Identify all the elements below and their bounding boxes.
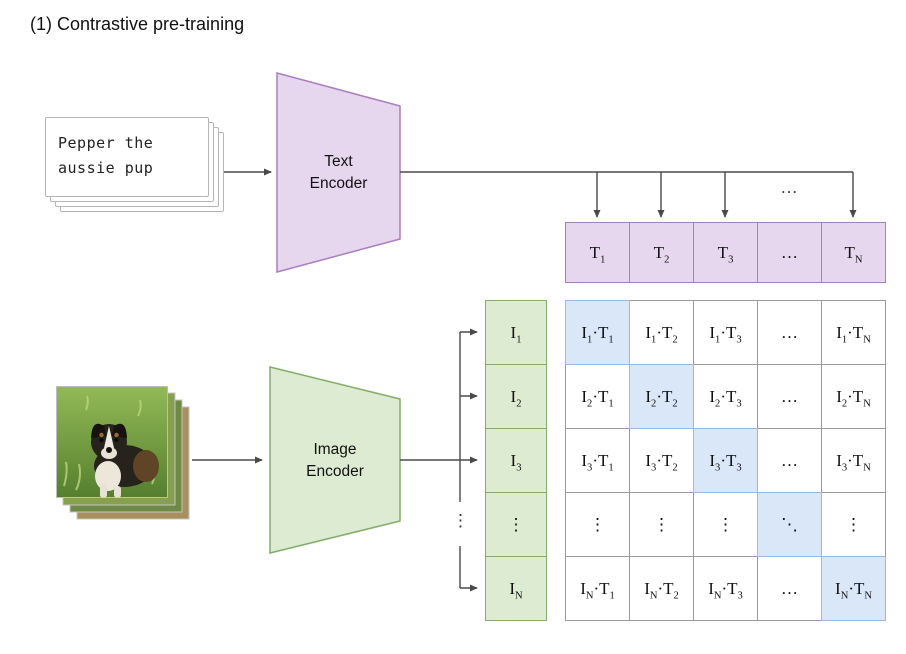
matrix-cell: IN·T2: [629, 556, 694, 621]
image-embedding-cell: IN: [485, 556, 547, 621]
image-embedding-cell: I1: [485, 300, 547, 365]
image-embedding-cell: ⋮: [485, 492, 547, 557]
text-branch-ellipsis: …: [780, 178, 798, 197]
matrix-cell: ⋮: [821, 492, 886, 557]
matrix-cell: I3·T1: [565, 428, 630, 493]
matrix-cell: …: [757, 556, 822, 621]
text-encoder-label: Text Encoder: [309, 153, 368, 192]
matrix-cell: I3·T2: [629, 428, 694, 493]
text-embedding-cell: TN: [821, 222, 886, 283]
matrix-cell: IN·T1: [565, 556, 630, 621]
matrix-cell: I1·T3: [693, 300, 758, 365]
image-embedding-cell: I2: [485, 364, 547, 429]
matrix-cell: I3·TN: [821, 428, 886, 493]
text-embedding-cell: T2: [629, 222, 694, 283]
matrix-cell: ⋱: [757, 492, 822, 557]
matrix-cell: ⋮: [629, 492, 694, 557]
matrix-cell: IN·TN: [821, 556, 886, 621]
matrix-cell: ⋮: [693, 492, 758, 557]
matrix-cell: I1·T2: [629, 300, 694, 365]
puppy-icon: [91, 423, 159, 498]
photo-front-puppy: [56, 386, 168, 498]
text-input-card-front: Pepper the aussie pup: [45, 117, 209, 197]
matrix-cell: I3·T3: [693, 428, 758, 493]
matrix-cell: I2·TN: [821, 364, 886, 429]
text-embedding-cell: …: [757, 222, 822, 283]
image-branch-ellipsis: ⋮: [452, 511, 469, 530]
text-embedding-cell: T1: [565, 222, 630, 283]
figure-title: (1) Contrastive pre-training: [30, 14, 245, 34]
matrix-cell: I2·T3: [693, 364, 758, 429]
matrix-cell: …: [757, 300, 822, 365]
text-input-caption: Pepper the aussie pup: [58, 134, 154, 177]
image-encoder-label: Image Encoder: [306, 441, 364, 480]
text-embedding-cell: T3: [693, 222, 758, 283]
matrix-cell: …: [757, 428, 822, 493]
matrix-cell: ⋮: [565, 492, 630, 557]
matrix-cell: …: [757, 364, 822, 429]
image-embedding-cell: I3: [485, 428, 547, 493]
matrix-cell: I1·T1: [565, 300, 630, 365]
matrix-cell: I2·T2: [629, 364, 694, 429]
matrix-cell: I2·T1: [565, 364, 630, 429]
matrix-cell: IN·T3: [693, 556, 758, 621]
matrix-cell: I1·TN: [821, 300, 886, 365]
image-input-stack: [56, 386, 190, 520]
